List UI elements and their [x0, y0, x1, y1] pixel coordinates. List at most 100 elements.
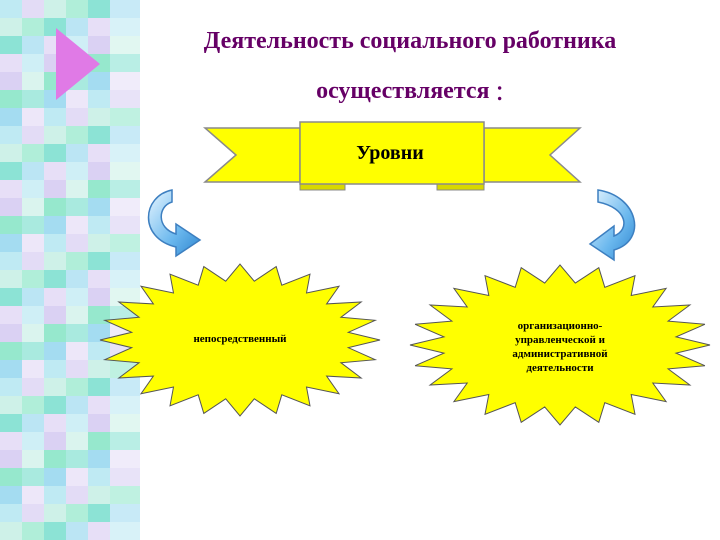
deco-tile	[88, 18, 110, 36]
deco-tile	[44, 18, 66, 36]
deco-tile	[22, 450, 44, 468]
deco-band	[22, 0, 44, 540]
deco-tile	[22, 72, 44, 90]
deco-tile	[0, 72, 22, 90]
deco-tile	[0, 504, 22, 522]
deco-tile	[0, 144, 22, 162]
deco-tile	[110, 90, 140, 108]
burst-right-line2: управленческой и	[515, 334, 605, 346]
deco-tile	[44, 486, 66, 504]
deco-tile	[110, 216, 140, 234]
deco-tile	[110, 198, 140, 216]
deco-tile	[88, 288, 110, 306]
deco-tile	[0, 360, 22, 378]
deco-tile	[88, 378, 110, 396]
deco-tile	[22, 198, 44, 216]
deco-tile	[0, 252, 22, 270]
burst-right-label: организационно- управленческой и админис…	[470, 319, 650, 375]
deco-tile	[66, 468, 88, 486]
deco-tile	[0, 270, 22, 288]
deco-tile	[88, 108, 110, 126]
deco-tile	[88, 324, 110, 342]
deco-tile	[44, 396, 66, 414]
deco-tile	[110, 0, 140, 18]
deco-tile	[88, 180, 110, 198]
deco-tile	[44, 144, 66, 162]
deco-tile	[88, 504, 110, 522]
deco-tile	[44, 180, 66, 198]
deco-tile	[44, 306, 66, 324]
deco-tile	[0, 108, 22, 126]
curved-arrow-right-icon	[588, 189, 636, 262]
deco-tile	[0, 18, 22, 36]
deco-tile	[44, 270, 66, 288]
deco-tile	[22, 162, 44, 180]
deco-tile	[88, 414, 110, 432]
deco-tile	[66, 522, 88, 540]
deco-tile	[88, 468, 110, 486]
deco-tile	[0, 450, 22, 468]
deco-tile	[44, 234, 66, 252]
subtitle-text: осуществляется	[316, 78, 490, 104]
deco-tile	[110, 54, 140, 72]
deco-tile	[88, 306, 110, 324]
deco-tile	[66, 252, 88, 270]
deco-tile	[0, 432, 22, 450]
deco-tile	[0, 324, 22, 342]
deco-tile	[44, 288, 66, 306]
deco-tile	[44, 252, 66, 270]
deco-tile	[0, 54, 22, 72]
deco-tile	[66, 180, 88, 198]
deco-tile	[0, 126, 22, 144]
deco-tile	[0, 216, 22, 234]
deco-tile	[44, 162, 66, 180]
deco-tile	[110, 432, 140, 450]
deco-tile	[22, 396, 44, 414]
burst-left	[99, 263, 381, 417]
deco-tile	[0, 306, 22, 324]
deco-tile	[22, 360, 44, 378]
banner-label: Уровни	[356, 142, 424, 164]
deco-tile	[22, 432, 44, 450]
deco-tile	[88, 72, 110, 90]
deco-tile	[0, 180, 22, 198]
deco-tile	[0, 0, 22, 18]
deco-tile	[0, 342, 22, 360]
deco-tile	[0, 162, 22, 180]
deco-tile	[66, 432, 88, 450]
deco-tile	[22, 486, 44, 504]
deco-tile	[66, 450, 88, 468]
deco-tile	[22, 216, 44, 234]
deco-tile	[110, 108, 140, 126]
page-title: Деятельность социального работника	[203, 28, 617, 54]
deco-tile	[0, 486, 22, 504]
deco-tile	[44, 108, 66, 126]
deco-tile	[66, 306, 88, 324]
deco-tile	[66, 0, 88, 18]
curved-arrow-left-icon	[147, 189, 202, 258]
deco-tile	[88, 144, 110, 162]
deco-tile	[44, 360, 66, 378]
deco-tile	[22, 306, 44, 324]
deco-tile	[0, 234, 22, 252]
deco-tile	[88, 36, 110, 54]
banner-ribbon	[202, 121, 582, 191]
deco-tile	[66, 288, 88, 306]
deco-tile	[44, 468, 66, 486]
deco-tile	[0, 288, 22, 306]
deco-tile	[22, 234, 44, 252]
deco-tile	[22, 144, 44, 162]
subtitle-colon: :	[495, 74, 504, 107]
burst-right	[409, 264, 711, 426]
ribbon-left-tail	[202, 127, 301, 183]
deco-tile	[44, 504, 66, 522]
deco-tile	[110, 486, 140, 504]
deco-tile	[44, 522, 66, 540]
deco-tile	[66, 378, 88, 396]
deco-tile	[110, 252, 140, 270]
deco-tile	[66, 414, 88, 432]
burst-right-line3: административной	[512, 348, 608, 360]
deco-tile	[44, 432, 66, 450]
deco-tile	[88, 396, 110, 414]
deco-tile	[22, 126, 44, 144]
